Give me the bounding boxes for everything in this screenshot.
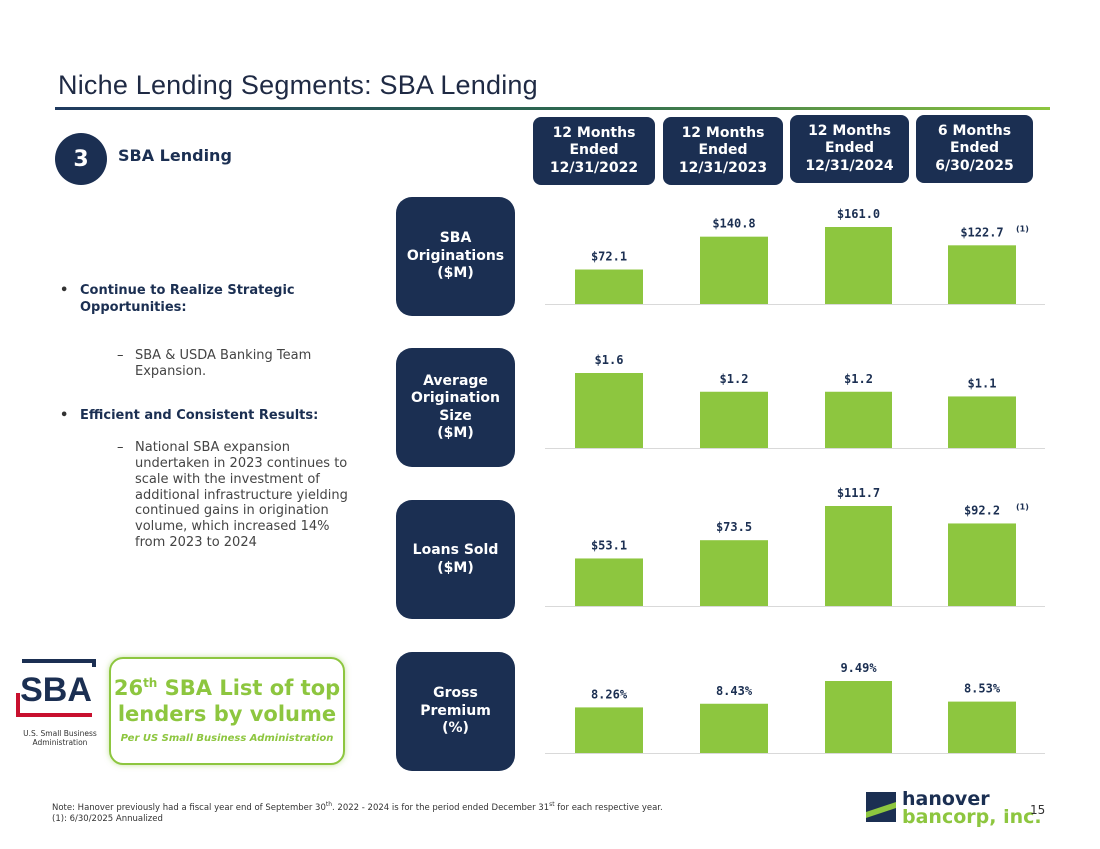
sub-bullet-marker: – [117,348,124,363]
page-title: Niche Lending Segments: SBA Lending [58,70,538,100]
chart-data-label: $122.7 [960,225,1003,239]
award-line2: lenders by volume [117,702,337,727]
period-label: 12 Months Ended 12/31/2023 [678,124,768,176]
chart-data-label: $53.1 [591,538,627,552]
sba-logo-caption: U.S. Small Business Administration [23,729,97,747]
metric-box-originations: SBA Originations ($M) [396,197,515,316]
chart-data-label: $111.7 [837,486,880,500]
footnote-sup: th [325,801,333,808]
chart-bar [825,391,892,448]
sub-bullet-marker: – [117,440,124,455]
chart-bar [948,523,1016,606]
award-box: 26th SBA List of top lenders by volume P… [109,657,345,765]
bullet-marker: • [60,283,69,298]
sba-logo-frame-top [22,659,96,667]
company-name-line1: hanover [902,788,990,810]
chart-bar [825,227,892,304]
sba-logo-graphic: SBA [16,659,96,717]
chart-footnote-marker: (1) [1016,502,1029,511]
chart-bar [825,681,892,753]
award-headline: 26th SBA List of top lenders by volume [111,675,343,728]
metric-box-loans-sold: Loans Sold ($M) [396,500,515,619]
chart-bar [575,373,643,448]
sba-logo-mark: SBA [20,671,92,709]
footnote: Note: Hanover previously had a fiscal ye… [52,801,663,825]
bullet-heading: Continue to Realize Strategic Opportunit… [80,283,295,315]
section-label: SBA Lending [118,146,232,165]
chart-data-label: 9.49% [840,661,877,675]
award-rank: 26 [113,676,144,700]
footnote-text: (1): 6/30/2025 Annualized [52,813,163,824]
period-header: 6 Months Ended 6/30/2025 [916,115,1033,183]
chart-data-label: $72.1 [591,250,627,264]
chart-bar [948,245,1016,304]
chart-bar [825,506,892,606]
period-label: 12 Months Ended 12/31/2022 [549,124,639,176]
period-header: 12 Months Ended 12/31/2024 [790,115,909,183]
chart-bar [700,540,768,606]
period-header: 12 Months Ended 12/31/2022 [533,117,655,185]
chart-data-label: $92.2 [964,503,1000,517]
chart-data-label: 8.26% [591,687,628,701]
footnote-text: . 2022 - 2024 is for the period ended De… [332,802,550,813]
period-header: 12 Months Ended 12/31/2023 [663,117,783,185]
chart-bar [948,701,1016,753]
metric-label: Gross Premium (%) [420,685,491,737]
chart-data-label: $1.2 [720,372,749,386]
metric-label: Average Origination Size ($M) [411,372,500,442]
award-line1: SBA List of top [157,676,341,700]
chart-bar [575,269,643,304]
chart-bar [700,703,768,753]
section-number-badge: 3 [55,133,107,185]
chart-data-label: $1.6 [595,353,624,367]
period-label: 12 Months Ended 12/31/2024 [805,122,894,174]
title-rule [55,107,1050,110]
bullet-marker: • [60,408,69,423]
period-label: 6 Months Ended 6/30/2025 [935,122,1014,174]
chart-data-label: $140.8 [712,217,755,231]
footnote-text: Note: Hanover previously had a fiscal ye… [52,802,326,813]
company-logo-icon [866,792,896,822]
chart-data-label: $73.5 [716,520,752,534]
chart-bar [700,391,768,448]
footnote-sup: st [549,801,555,808]
chart-bar [575,558,643,606]
chart-data-label: 8.53% [964,682,1001,696]
chart-data-label: 8.43% [716,684,753,698]
sub-bullet-text: SBA & USDA Banking Team Expansion. [135,348,312,379]
chart-data-label: $1.2 [844,372,873,386]
bar-charts: $72.1 $140.8 $161.0 $122.7 (1) $1.6 $1.2 $1.2 $1… [545,207,1045,754]
chart-data-label: $1.1 [968,376,997,390]
award-source: Per US Small Business Administration [120,733,334,744]
chart-data-label: $161.0 [837,207,880,221]
chart-bar [700,236,768,304]
sba-logo-frame-bottom [16,693,92,717]
chart-bar [575,707,643,753]
chart-bar [948,396,1016,448]
sba-logo: SBA U.S. Small Business Administration [14,657,106,749]
metric-label: Loans Sold ($M) [412,542,499,576]
award-rank-suffix: th [143,676,158,690]
footnote-text: for each respective year. [554,802,663,813]
sub-bullet-text: National SBA expansion undertaken in 202… [135,440,348,551]
metric-label: SBA Originations ($M) [406,230,505,282]
bullet-heading: Efficient and Consistent Results: [80,408,319,423]
chart-footnote-marker: (1) [1016,224,1029,233]
page-number: 15 [1030,803,1046,817]
metric-box-gross-premium: Gross Premium (%) [396,652,515,771]
company-name-line2: bancorp, inc. [902,806,1042,828]
metric-box-avg-size: Average Origination Size ($M) [396,348,515,467]
